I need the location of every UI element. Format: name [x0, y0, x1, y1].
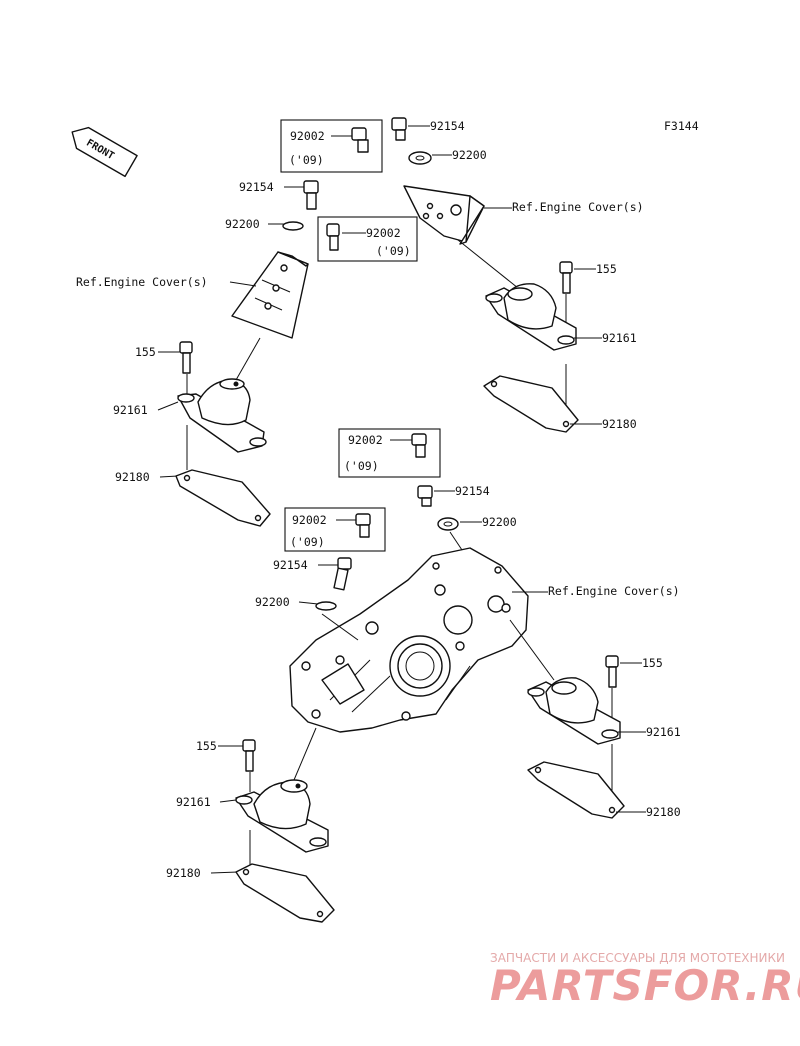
engine-mount-rubber-right-icon: [485, 283, 577, 351]
front-arrow-icon: FRONT: [71, 126, 138, 178]
watermark-brand: PARTSFOR.RU: [490, 961, 800, 1010]
bolt-155-icon: [559, 261, 573, 294]
engine-bracket-right-icon: [403, 185, 485, 245]
label-92200: 92200: [482, 515, 517, 529]
label-92180: 92180: [602, 417, 637, 431]
engine-mount-rubber-lower-right-icon: [527, 677, 621, 745]
year-box-lower-left: [284, 507, 386, 552]
bolt-92002-icon: [326, 223, 340, 251]
label-92002: 92002: [366, 226, 401, 240]
label-92154: 92154: [239, 180, 274, 194]
label-155: 155: [642, 656, 663, 670]
label-ref-engine-cover: Ref.Engine Cover(s): [512, 200, 644, 214]
bolt-92002-icon: [411, 433, 427, 458]
washer-92200-icon: [315, 601, 337, 611]
label-155: 155: [135, 345, 156, 359]
label-92200: 92200: [255, 595, 290, 609]
label-92180: 92180: [115, 470, 150, 484]
label-155: 155: [596, 262, 617, 276]
bolt-155-icon: [179, 341, 193, 374]
bolt-155-icon: [605, 655, 619, 688]
year-box-upper-center: [317, 216, 418, 262]
washer-92200-icon: [282, 221, 304, 231]
label-92154: 92154: [273, 558, 308, 572]
bolt-92154-icon: [303, 180, 319, 210]
year-note: ('09): [289, 153, 324, 167]
year-note: ('09): [376, 244, 411, 258]
label-155: 155: [196, 739, 217, 753]
label-92200: 92200: [452, 148, 487, 162]
engine-bracket-left-icon: [231, 251, 309, 339]
bolt-92154-icon: [417, 485, 433, 507]
label-92161: 92161: [176, 795, 211, 809]
year-note: ('09): [290, 535, 325, 549]
washer-92200-icon: [408, 151, 432, 165]
gasket-plate-right-icon: [483, 375, 579, 433]
gasket-plate-left-icon: [175, 469, 271, 527]
label-92200: 92200: [225, 217, 260, 231]
year-box-middle: [338, 428, 441, 478]
label-92002: 92002: [290, 129, 325, 143]
bolt-92154-icon: [391, 117, 407, 141]
watermark-tagline: ЗАПЧАСТИ И АКСЕССУАРЫ ДЛЯ МОТОТЕХНИКИ: [490, 951, 785, 965]
label-92161: 92161: [113, 403, 148, 417]
bolt-155-icon: [242, 739, 256, 772]
label-92154: 92154: [455, 484, 490, 498]
label-92002: 92002: [348, 433, 383, 447]
bolt-92002-icon: [355, 513, 371, 538]
engine-mount-rubber-lower-left-icon: [235, 779, 329, 853]
label-92002: 92002: [292, 513, 327, 527]
washer-92200-icon: [437, 517, 459, 531]
label-92161: 92161: [602, 331, 637, 345]
year-box-upper-left: [280, 119, 383, 173]
engine-mount-rubber-left-icon: [177, 378, 267, 453]
label-92180: 92180: [646, 805, 681, 819]
bolt-92002-icon: [351, 127, 369, 153]
figure-code: F3144: [664, 119, 699, 133]
label-92161: 92161: [646, 725, 681, 739]
year-note: ('09): [344, 459, 379, 473]
label-ref-engine-cover: Ref.Engine Cover(s): [76, 275, 208, 289]
bolt-92154-icon: [333, 557, 352, 591]
label-92180: 92180: [166, 866, 201, 880]
engine-crankcase-icon: [289, 547, 529, 733]
label-92154: 92154: [430, 119, 465, 133]
label-ref-engine-cover: Ref.Engine Cover(s): [548, 584, 680, 598]
gasket-plate-lower-left-icon: [235, 863, 335, 923]
